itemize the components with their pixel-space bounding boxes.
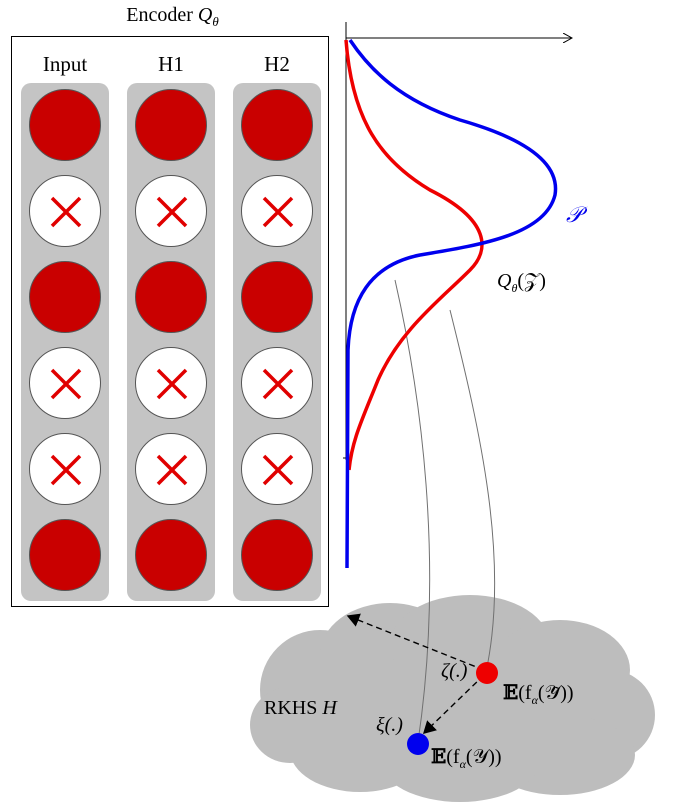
- p-label-text: 𝒫: [566, 202, 582, 227]
- dropout-x-icon: [262, 196, 294, 228]
- dropped-neuron: [135, 433, 207, 505]
- dropped-neuron: [29, 433, 101, 505]
- q-label-symbol: Q: [497, 270, 512, 292]
- dropped-neuron: [241, 347, 313, 419]
- xi-arrow: [422, 674, 485, 734]
- dropped-neuron: [29, 347, 101, 419]
- xi-label-text: ξ(.): [376, 714, 403, 736]
- zeta-arrow: [346, 613, 485, 671]
- dropped-neuron: [135, 175, 207, 247]
- mapping-line-2: [449, 309, 496, 673]
- layer-label: H2: [264, 52, 290, 76]
- blue-point: [407, 733, 429, 755]
- layer-label: H1: [158, 52, 184, 76]
- blue-point-label-bb: 𝔼: [431, 744, 447, 768]
- active-neuron: [241, 519, 313, 591]
- q-theta-label: Qθ(𝒵): [497, 270, 546, 296]
- q-label-arg: (𝒵): [517, 270, 546, 292]
- active-neuron: [135, 261, 207, 333]
- dropped-neuron: [241, 175, 313, 247]
- rkhs-label-symbol: H: [322, 697, 337, 719]
- red-point-label-sub: α: [531, 693, 538, 707]
- red-point-label-bb: 𝔼: [503, 680, 519, 704]
- curve-q-theta: [344, 39, 484, 471]
- dropout-x-icon: [50, 196, 82, 228]
- dropout-x-icon: [156, 454, 188, 486]
- dropout-x-icon: [50, 454, 82, 486]
- red-point-label-rest: (f: [518, 682, 532, 704]
- p-label: 𝒫: [566, 202, 582, 228]
- zeta-label-text: ζ(.): [441, 660, 468, 682]
- encoder-title: Encoder Qθ: [0, 4, 345, 30]
- dropped-neuron: [29, 175, 101, 247]
- encoder-title-symbol: Q: [197, 4, 213, 26]
- red-point-label-end: (𝒴̃)): [537, 682, 574, 704]
- active-neuron: [29, 89, 101, 161]
- active-neuron: [135, 89, 207, 161]
- xi-label: ξ(.): [376, 714, 403, 737]
- rkhs-label: RKHS H: [264, 697, 337, 720]
- mapping-line-1: [394, 279, 431, 743]
- blue-point-label-sub: α: [459, 757, 466, 771]
- layer-column: [127, 83, 215, 601]
- dropout-x-icon: [262, 368, 294, 400]
- rkhs-label-text: RKHS: [264, 697, 323, 719]
- encoder-title-text: Encoder: [126, 4, 198, 26]
- blue-point-label: 𝔼(fα(𝒴)): [431, 744, 502, 772]
- dropout-x-icon: [50, 368, 82, 400]
- active-neuron: [135, 519, 207, 591]
- rkhs-cloud: [250, 595, 655, 802]
- active-neuron: [241, 261, 313, 333]
- dropout-x-icon: [156, 196, 188, 228]
- dropout-x-icon: [262, 454, 294, 486]
- layer-column: [233, 83, 321, 601]
- q-label-subscript: θ: [511, 281, 518, 295]
- blue-point-label-end: (𝒴)): [465, 746, 502, 768]
- zeta-label: ζ(.): [441, 660, 467, 683]
- red-point: [476, 662, 498, 684]
- layer-column: [21, 83, 109, 601]
- dropped-neuron: [241, 433, 313, 505]
- active-neuron: [29, 519, 101, 591]
- active-neuron: [29, 261, 101, 333]
- red-point-label: 𝔼(fα(𝒴̃)): [503, 680, 574, 708]
- encoder-title-subscript: θ: [212, 14, 219, 29]
- active-neuron: [241, 89, 313, 161]
- dropout-x-icon: [156, 368, 188, 400]
- dropped-neuron: [135, 347, 207, 419]
- layer-label: Input: [42, 52, 88, 76]
- blue-point-label-rest: (f: [446, 746, 460, 768]
- curve-p: [345, 39, 558, 569]
